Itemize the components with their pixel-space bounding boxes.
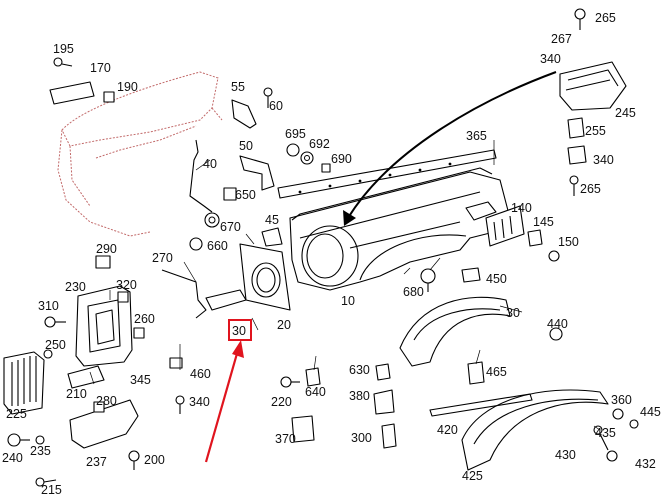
- callout-140: 140: [511, 201, 532, 215]
- inner-panel: [239, 243, 291, 311]
- callout-290: 290: [96, 242, 117, 256]
- callout-350: 425: [462, 469, 483, 483]
- fender-assembly: [289, 167, 513, 291]
- highlight-box: [228, 319, 252, 341]
- callout-170: 170: [90, 61, 111, 75]
- callout-650: 650: [235, 188, 256, 202]
- callout-420: 300: [351, 431, 372, 445]
- callout-310: 310: [38, 299, 59, 313]
- callout-450: 450: [486, 272, 507, 286]
- callout-240: 225: [6, 407, 27, 421]
- callout-20: 20: [277, 318, 291, 332]
- callout-220: 215: [41, 483, 62, 497]
- callout-30-highlighted: 30: [232, 324, 246, 338]
- strip-360: [429, 393, 533, 417]
- bracket-45: [261, 227, 283, 247]
- wheel-arch-flare: [461, 389, 609, 471]
- callout-237: 235: [30, 444, 51, 458]
- red-highlight-arrow: [204, 340, 244, 463]
- callout-345: 340: [189, 395, 210, 409]
- callout-195: 195: [53, 42, 74, 56]
- bracket-270: [161, 269, 207, 319]
- callout-365: 365: [466, 129, 487, 143]
- bracket-40: [189, 139, 213, 213]
- callout-267: 267: [551, 32, 572, 46]
- callout-340-middle: 460: [190, 367, 211, 381]
- callout-430: 435: [595, 426, 616, 440]
- callout-695: 695: [285, 127, 306, 141]
- callout-255: 255: [585, 124, 606, 138]
- callout-320: 320: [116, 278, 137, 292]
- callout-690: 690: [331, 152, 352, 166]
- callout-145: 145: [533, 215, 554, 229]
- callout-235: 240: [2, 451, 23, 465]
- callout-10: 10: [341, 294, 355, 308]
- callout-360: 420: [437, 423, 458, 437]
- callout-460: 465: [486, 365, 507, 379]
- bracket-55: [231, 99, 257, 129]
- callout-265-top: 265: [595, 11, 616, 25]
- callout-270: 270: [152, 251, 173, 265]
- callout-210: 345: [130, 373, 151, 387]
- callout-265-right: 265: [580, 182, 601, 196]
- callout-340-right: 340: [593, 153, 614, 167]
- fasteners: [7, 8, 639, 487]
- black-pointer-arrow: [343, 71, 557, 226]
- insert-245: [559, 61, 627, 111]
- callout-230: 230: [65, 280, 86, 294]
- callout-260: 260: [134, 312, 155, 326]
- callout-435: 445: [640, 405, 661, 419]
- callout-250: 250: [45, 338, 66, 352]
- part-280: [67, 365, 105, 389]
- callout-150: 150: [558, 235, 579, 249]
- callout-340-top: 340: [540, 52, 561, 66]
- callout-370: 380: [349, 389, 370, 403]
- callout-300: 370: [275, 432, 296, 446]
- callout-670: 670: [220, 220, 241, 234]
- leader-lines: [89, 159, 601, 431]
- callout-630: 640: [305, 385, 326, 399]
- ghost-fender-outline: [57, 71, 223, 237]
- callout-425: 432: [635, 457, 656, 471]
- callout-60: 60: [269, 99, 283, 113]
- bracket-50: [239, 155, 275, 191]
- callout-190: 190: [117, 80, 138, 94]
- lower-bracket-200: [69, 399, 139, 449]
- trim-strip: [277, 140, 497, 199]
- callout-440: 30: [506, 306, 520, 320]
- callout-380: 630: [349, 363, 370, 377]
- callout-200: 237: [86, 455, 107, 469]
- callout-465: 440: [547, 317, 568, 331]
- callout-245: 245: [615, 106, 636, 120]
- callout-660: 660: [207, 239, 228, 253]
- callout-50: 50: [239, 139, 253, 153]
- callout-labels: 265 267 340 245 195 170 190 55 60 695 69…: [2, 11, 661, 497]
- callout-692: 692: [309, 137, 330, 151]
- callout-215: 200: [144, 453, 165, 467]
- headlight-housing: [75, 285, 133, 367]
- callout-680: 680: [403, 285, 424, 299]
- callout-40: 40: [203, 157, 217, 171]
- callout-45: 45: [265, 213, 279, 227]
- callout-280: 210: [66, 387, 87, 401]
- callout-640: 220: [271, 395, 292, 409]
- grille: [3, 351, 45, 415]
- callout-445: 360: [611, 393, 632, 407]
- vent-grille: [485, 205, 525, 247]
- part-30: [205, 289, 247, 311]
- callout-432: 430: [555, 448, 576, 462]
- callout-225: 280: [96, 394, 117, 408]
- callout-55: 55: [231, 80, 245, 94]
- fender-liner: [399, 296, 511, 367]
